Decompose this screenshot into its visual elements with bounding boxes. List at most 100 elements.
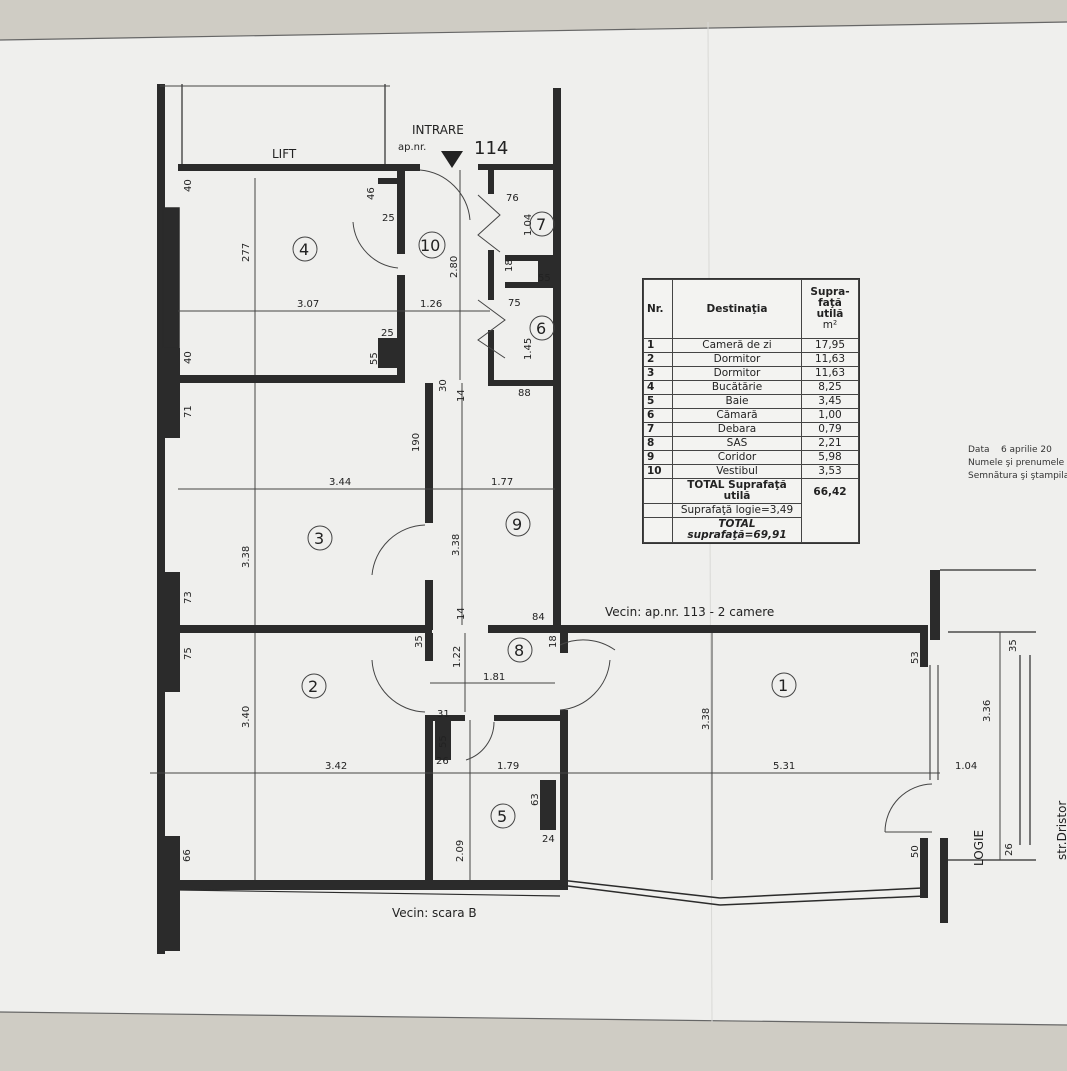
entrance-marker-icon xyxy=(441,151,463,168)
svg-text:40: 40 xyxy=(183,179,194,192)
room-number-10: 10 xyxy=(420,236,440,255)
svg-text:40: 40 xyxy=(183,351,194,364)
room-number-6: 6 xyxy=(536,319,546,338)
svg-text:75: 75 xyxy=(508,298,521,309)
svg-text:55: 55 xyxy=(438,735,449,748)
apartment-prefix: ap.nr. xyxy=(398,142,426,153)
svg-text:1.04: 1.04 xyxy=(523,214,534,236)
svg-text:18: 18 xyxy=(548,635,559,648)
interior-walls xyxy=(178,164,568,885)
svg-text:76: 76 xyxy=(506,193,519,204)
svg-text:14: 14 xyxy=(456,389,467,402)
legend-grand-total: TOTAL suprafaţă=69,91 xyxy=(672,517,802,543)
svg-text:18: 18 xyxy=(504,259,515,272)
legend-header-destination: Destinaţia xyxy=(672,279,802,339)
svg-text:35: 35 xyxy=(1008,639,1019,652)
svg-text:53: 53 xyxy=(910,651,921,664)
room-number-7: 7 xyxy=(536,215,546,234)
svg-text:55: 55 xyxy=(538,273,551,284)
svg-text:46: 46 xyxy=(366,187,377,200)
svg-text:31: 31 xyxy=(437,709,450,720)
svg-text:14: 14 xyxy=(456,607,467,620)
legend-grand-total-row: TOTAL suprafaţă=69,91 xyxy=(643,517,859,543)
svg-text:3.42: 3.42 xyxy=(325,761,347,772)
svg-text:3.44: 3.44 xyxy=(329,477,351,488)
svg-text:3.38: 3.38 xyxy=(701,708,712,730)
room-number-1: 1 xyxy=(778,676,788,695)
legend-logia: Suprafaţă logie=3,49 xyxy=(672,503,802,518)
legend-total-label: TOTAL Suprafaţă utilă xyxy=(672,478,802,504)
svg-text:25: 25 xyxy=(381,328,394,339)
dimension-lines xyxy=(150,170,1001,880)
svg-text:63: 63 xyxy=(530,793,541,806)
svg-text:1.26: 1.26 xyxy=(420,299,442,310)
svg-text:3.07: 3.07 xyxy=(297,299,319,310)
room-number-3: 3 xyxy=(314,529,324,548)
svg-text:26: 26 xyxy=(1004,843,1015,856)
svg-text:84: 84 xyxy=(532,612,545,623)
balcony-label: LOGIE xyxy=(972,830,986,866)
svg-text:55: 55 xyxy=(369,352,380,365)
room-number-9: 9 xyxy=(512,515,522,534)
svg-text:30: 30 xyxy=(438,379,449,392)
room-number-5: 5 xyxy=(497,807,507,826)
svg-text:25: 25 xyxy=(382,213,395,224)
svg-text:3.38: 3.38 xyxy=(451,534,462,556)
svg-text:66: 66 xyxy=(182,849,193,862)
svg-text:3.40: 3.40 xyxy=(241,706,252,728)
svg-text:75: 75 xyxy=(183,647,194,660)
svg-text:24: 24 xyxy=(542,834,555,845)
neighbor-side-label: Vecin: ap.nr. 113 - 2 camere xyxy=(605,605,774,619)
svg-text:1.77: 1.77 xyxy=(491,477,513,488)
legend-total-value: 66,42 xyxy=(801,478,859,543)
svg-text:73: 73 xyxy=(183,591,194,604)
apartment-number: 114 xyxy=(474,138,508,159)
legend-header-nr: Nr. xyxy=(643,279,673,339)
legend-header-area: Supra- faţă utilă m² xyxy=(801,279,859,339)
svg-text:190: 190 xyxy=(411,433,422,452)
room-number-8: 8 xyxy=(514,641,524,660)
svg-text:50: 50 xyxy=(910,845,921,858)
dimension-labels: 277 40 46 25 2.80 76 1.04 18 55 75 1.45 … xyxy=(182,179,1019,862)
svg-text:71: 71 xyxy=(183,405,194,418)
svg-text:1.04: 1.04 xyxy=(955,761,977,772)
neighbor-bottom-label: Vecin: scara B xyxy=(392,906,477,920)
svg-text:2.09: 2.09 xyxy=(455,840,466,862)
street-label: str.Dristor xyxy=(1055,801,1067,860)
svg-text:277: 277 xyxy=(241,243,252,262)
room-number-2: 2 xyxy=(308,677,318,696)
room-markers xyxy=(292,211,797,829)
room-number-4: 4 xyxy=(299,240,309,259)
svg-text:1.81: 1.81 xyxy=(483,672,505,683)
signature-notes: Data 6 aprilie 20 Numele şi prenumele Se… xyxy=(968,445,1067,481)
svg-text:1.79: 1.79 xyxy=(497,761,519,772)
svg-text:1.22: 1.22 xyxy=(452,646,463,668)
svg-text:3.36: 3.36 xyxy=(982,700,993,722)
svg-text:2.80: 2.80 xyxy=(449,256,460,278)
lift-label: LIFT xyxy=(272,147,297,161)
svg-text:35: 35 xyxy=(414,635,425,648)
svg-text:88: 88 xyxy=(518,388,531,399)
svg-text:5.31: 5.31 xyxy=(773,761,795,772)
paper xyxy=(0,22,1067,1025)
legend-total-row: TOTAL Suprafaţă utilă 66,42 xyxy=(643,478,859,543)
svg-text:26: 26 xyxy=(436,756,449,767)
exterior-walls xyxy=(157,84,1036,954)
entrance-label: INTRARE xyxy=(412,123,464,137)
svg-text:1.45: 1.45 xyxy=(523,338,534,360)
svg-text:3.38: 3.38 xyxy=(241,546,252,568)
door-swings xyxy=(352,169,933,833)
